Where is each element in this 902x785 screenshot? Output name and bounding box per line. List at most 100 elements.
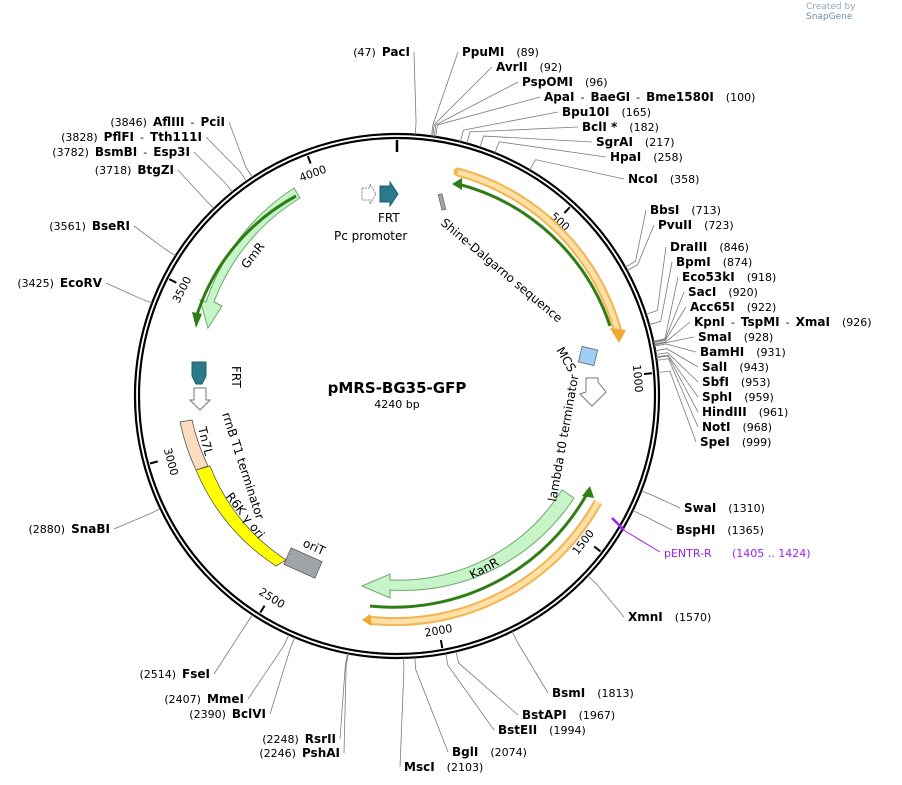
enzyme-bpmi: BpmI(874) <box>676 255 752 269</box>
enzyme-pspomi: PspOMI(96) <box>522 75 608 89</box>
svg-text:SalI(943): SalI(943) <box>702 360 769 374</box>
cut-line-bcli <box>466 126 579 144</box>
cut-line-hpai <box>494 141 607 158</box>
cut-line-sphi <box>656 354 699 398</box>
enzyme-bcli: BclI *(182) <box>582 120 659 134</box>
plasmid-name: pMRS-BG35-GFP <box>328 379 467 397</box>
svg-text:(3782)BsmBI-Esp3I: (3782)BsmBI-Esp3I <box>52 145 190 159</box>
cut-line-pvuii <box>626 224 655 271</box>
svg-text:Eco53kI(918): Eco53kI(918) <box>682 270 776 284</box>
kanr-label: KanR <box>467 555 501 582</box>
cut-line-pflfi <box>205 136 248 182</box>
svg-text:SwaI(1310): SwaI(1310) <box>684 501 765 515</box>
svg-text:(3561)BseRI: (3561)BseRI <box>49 219 130 233</box>
tick-label: 2000 <box>424 622 454 640</box>
svg-text:(2880)SnaBI: (2880)SnaBI <box>29 522 110 536</box>
svg-text:(3828)PflFI-Tth111I: (3828)PflFI-Tth111I <box>61 130 202 144</box>
snapgene-watermark: Created by SnapGene <box>806 2 856 22</box>
cut-line-bgli <box>414 657 449 753</box>
enzyme-sbfi: SbfI(953) <box>702 375 771 389</box>
enzyme-ppumi: PpuMI(89) <box>462 45 539 59</box>
svg-text:SphI(959): SphI(959) <box>702 390 774 404</box>
enzyme-btgzi: (3718)BtgZI <box>95 163 174 177</box>
backbone <box>133 132 661 660</box>
enzyme-bsmi: BsmI(1813) <box>552 686 634 700</box>
svg-text:PspOMI(96): PspOMI(96) <box>522 75 608 89</box>
svg-text:HindIII(961): HindIII(961) <box>702 405 788 419</box>
r6k-ori-box <box>195 465 287 567</box>
pc-promoter-label: Pc promoter <box>334 229 407 243</box>
cut-line-ncoi <box>529 159 625 180</box>
snapgene-brand: SnapGene <box>806 12 853 22</box>
bottom-feature-arcs <box>362 486 602 627</box>
svg-text:BbsI(713): BbsI(713) <box>650 203 721 217</box>
enzyme-rsrii: (2248)RsrII <box>262 732 336 746</box>
kanr-marker: KanR <box>360 489 575 599</box>
svg-text:(2390)BclVI: (2390)BclVI <box>189 707 266 721</box>
enzyme-acc65i: Acc65I(922) <box>690 300 776 314</box>
frt-left <box>191 361 207 385</box>
cut-line-snabi <box>113 508 161 530</box>
enzyme-xmni: XmnI(1570) <box>628 610 711 624</box>
enzyme-bamhi: BamHI(931) <box>700 345 786 359</box>
cut-line-btgzi <box>177 169 215 209</box>
svg-text:(3846)AflIII-PciI: (3846)AflIII-PciI <box>110 115 225 129</box>
svg-text:BstAPI(1967): BstAPI(1967) <box>522 708 615 722</box>
enzyme-bpu10i: Bpu10I(165) <box>562 105 651 119</box>
cut-line-msci <box>399 657 405 768</box>
cut-line-mmei <box>247 634 290 700</box>
svg-text:PpuMI(89): PpuMI(89) <box>462 45 539 59</box>
enzyme-pflfi: (3828)PflFI-Tth111I <box>61 130 202 144</box>
cut-line-draiii <box>645 246 667 315</box>
gfp-feature <box>452 167 626 343</box>
cut-line-sbfi <box>655 352 699 383</box>
lambda-t0-label: lambda t0 terminator <box>545 373 581 502</box>
cut-line-bbsi <box>624 209 647 268</box>
svg-text:BspHI(1365): BspHI(1365) <box>676 523 764 537</box>
frt-top <box>361 180 399 208</box>
cut-line-smai <box>653 336 695 346</box>
primer-name: pENTR-R <box>664 547 712 560</box>
lambda-t0-arrow <box>579 377 607 407</box>
cut-line-paci <box>413 51 417 135</box>
enzyme-eco53ki: Eco53kI(918) <box>682 270 776 284</box>
enzyme-bclvi: (2390)BclVI <box>189 707 266 721</box>
svg-text:SgrAI(217): SgrAI(217) <box>596 135 675 149</box>
plasmid-length: 4240 bp <box>374 398 419 411</box>
enzyme-smai: SmaI(928) <box>698 330 773 344</box>
enzyme-spei: SpeI(999) <box>700 435 771 449</box>
enzyme-pshai: (2246)PshAI <box>259 746 340 760</box>
enzyme-sgrai: SgrAI(217) <box>596 135 675 149</box>
tick-label: 3500 <box>170 274 194 305</box>
enzyme-avrii: AvrII(92) <box>496 60 562 74</box>
cut-line-kpni <box>653 321 691 345</box>
primer-pentr-r: pENTR-R (1405 .. 1424) <box>611 517 811 560</box>
svg-text:(3425)EcoRV: (3425)EcoRV <box>17 276 102 290</box>
enzyme-bsmbi: (3782)BsmBI-Esp3I <box>52 145 190 159</box>
enzyme-bgli: BglI(2074) <box>452 745 527 759</box>
tick-mark <box>259 605 266 614</box>
svg-text:SbfI(953): SbfI(953) <box>702 375 771 389</box>
tn7l-box <box>179 419 209 471</box>
cut-line-rsrii <box>339 653 348 740</box>
svg-text:Bpu10I(165): Bpu10I(165) <box>562 105 651 119</box>
enzyme-kpni: KpnI-TspMI-XmaI(926) <box>694 315 872 329</box>
cut-line-pshai <box>343 653 349 754</box>
primer-pos: (1405 .. 1424) <box>732 547 811 560</box>
svg-text:(2246)PshAI: (2246)PshAI <box>259 746 340 760</box>
svg-text:(47)PacI: (47)PacI <box>353 45 410 59</box>
svg-text:(2407)MmeI: (2407)MmeI <box>164 692 244 706</box>
cut-line-saci <box>653 291 685 343</box>
tick-mark <box>168 278 177 284</box>
enzyme-bbsi: BbsI(713) <box>650 203 721 217</box>
enzyme-hindiii: HindIII(961) <box>702 405 788 419</box>
cut-line-hindiii <box>656 355 699 413</box>
enzyme-sali: SalI(943) <box>702 360 769 374</box>
cut-line-bsmi <box>511 631 549 694</box>
cut-line-fsei <box>213 614 253 675</box>
svg-text:NcoI(358): NcoI(358) <box>628 172 699 186</box>
enzyme-bstapi: BstAPI(1967) <box>522 708 615 722</box>
enzyme-afliii: (3846)AflIII-PciI <box>110 115 225 129</box>
